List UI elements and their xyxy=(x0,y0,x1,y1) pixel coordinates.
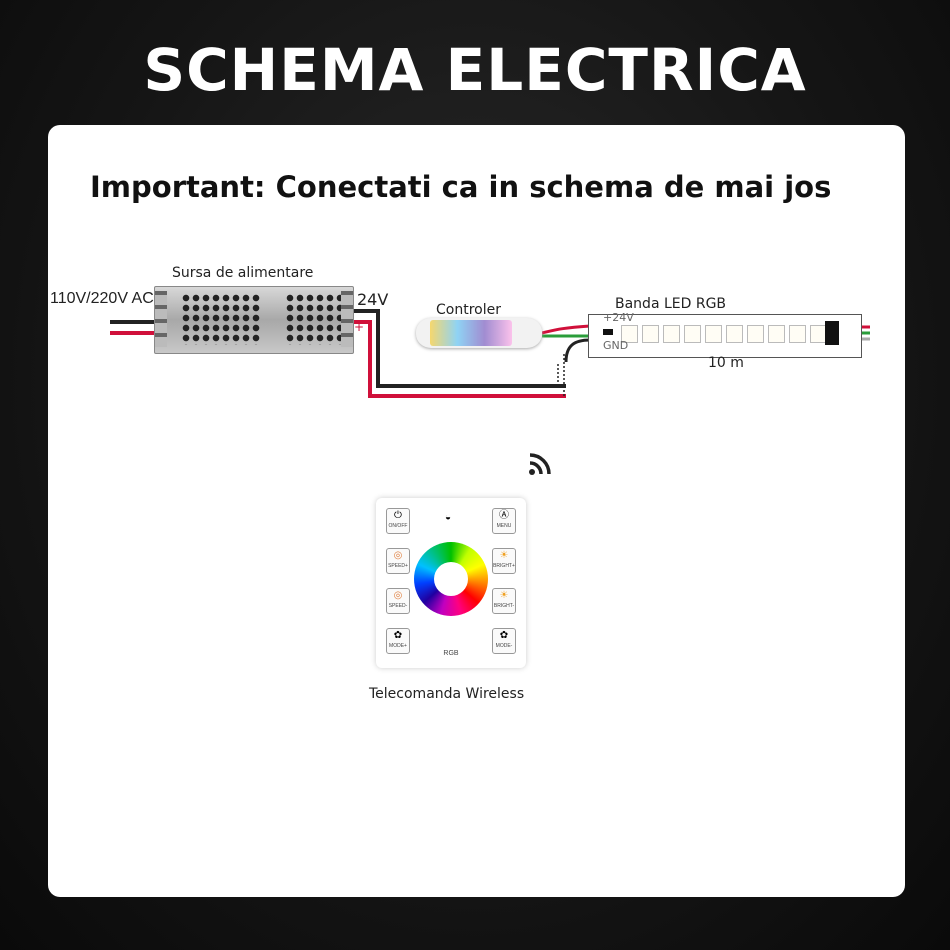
remote-button-speed-up: ◎SPEED+ xyxy=(386,548,410,574)
strip-label: Banda LED RGB xyxy=(615,296,727,312)
power-supply-image xyxy=(154,286,354,354)
remote-button-on-off: ⏻ON/OFF xyxy=(386,508,410,534)
remote-button-mode-down: ✿MODE- xyxy=(492,628,516,654)
menu-icon: Ⓐ xyxy=(499,510,509,521)
ctrl-wire-black xyxy=(564,338,591,363)
controller-image xyxy=(416,318,542,348)
power-icon: ⏻ xyxy=(394,510,402,521)
page-title: SCHEMA ELECTRICA xyxy=(143,36,807,104)
brightness-icon: ☀ xyxy=(499,550,509,561)
plus-label: + xyxy=(354,320,365,334)
ctrl-wire-red xyxy=(541,324,591,335)
remote-rgb-label: RGB xyxy=(443,650,459,657)
remote-label: Telecomanda Wireless xyxy=(369,686,525,702)
strip-plus-label: +24V xyxy=(603,311,634,324)
remote-button-mode-up: ✿MODE+ xyxy=(386,628,410,654)
speed-icon: ◎ xyxy=(393,550,403,561)
brightness-icon: ☀ xyxy=(499,590,509,601)
minus-label: - xyxy=(355,304,359,317)
remote-wifi-icon: ◒ xyxy=(445,512,452,523)
strip-length-label: 10 m xyxy=(708,355,744,371)
remote-button-bright-down: ☀BRIGHT- xyxy=(492,588,516,614)
joint-dotted xyxy=(557,352,565,396)
strip-gnd-label: GND xyxy=(603,339,629,352)
remote-button-speed-down: ◎SPEED- xyxy=(386,588,410,614)
mode-icon: ✿ xyxy=(393,630,403,641)
color-wheel xyxy=(414,542,488,616)
ac-input-label: 110V/220V AC xyxy=(50,290,154,307)
dc-output-label: 24V xyxy=(357,290,389,309)
remote-button-bright-up: ☀BRIGHT+ xyxy=(492,548,516,574)
speed-icon: ◎ xyxy=(393,590,403,601)
controller-label: Controler xyxy=(436,302,501,318)
dc-wire-positive xyxy=(352,320,566,398)
diagram-subtitle: Important: Conectati ca in schema de mai… xyxy=(90,170,832,204)
power-supply-label: Sursa de alimentare xyxy=(172,265,314,281)
dc-wire-negative xyxy=(352,309,566,388)
led-strip-image xyxy=(588,314,862,358)
mode-icon: ✿ xyxy=(499,630,509,641)
wifi-signal-icon xyxy=(529,453,551,475)
